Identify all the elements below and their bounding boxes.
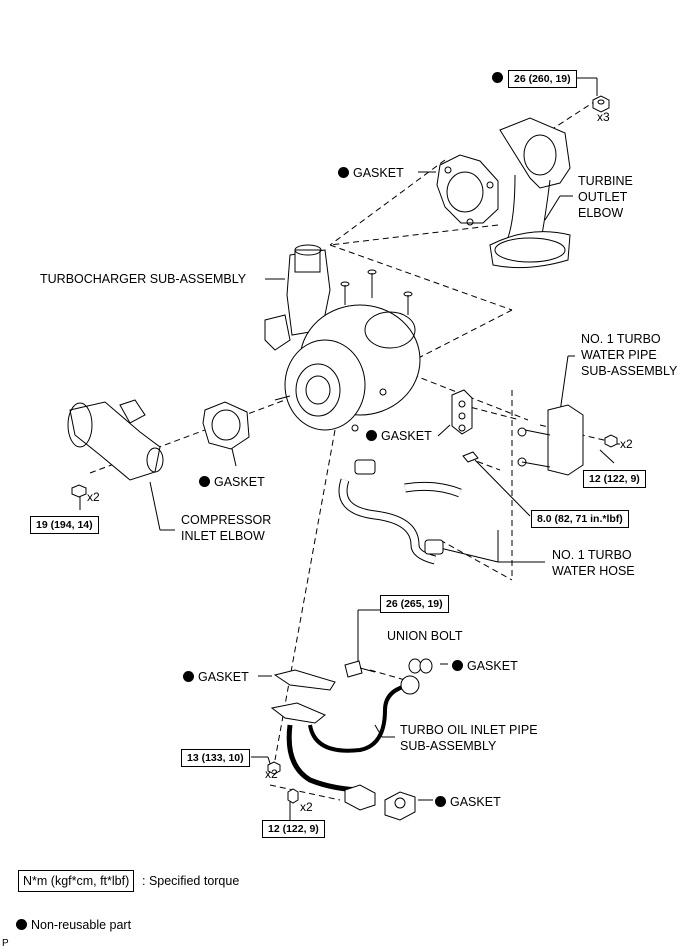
nonreusable-dot-icon [338, 167, 349, 178]
water-pipe-line-3: SUB-ASSEMBLY [581, 364, 678, 378]
corner-mark: P [2, 938, 9, 949]
nonreusable-dot-icon [366, 430, 377, 441]
union-bolt-part [344, 658, 433, 678]
turbine-line-3: ELBOW [578, 206, 624, 220]
water-pipe-line-1: NO. 1 TURBO [581, 332, 661, 346]
compressor-line-2: INLET ELBOW [181, 529, 265, 543]
label-oil-pipe: TURBO OIL INLET PIPE SUB-ASSEMBLY [400, 722, 538, 754]
gasket-mid-text: GASKET [381, 429, 432, 443]
multiplier-oil-left: x2 [265, 767, 278, 781]
gasket-compressor-text: GASKET [214, 475, 265, 489]
multiplier-top: x3 [597, 110, 610, 124]
gasket-oil-left-text: GASKET [198, 670, 249, 684]
label-water-pipe: NO. 1 TURBO WATER PIPE SUB-ASSEMBLY [581, 331, 677, 379]
water-hose-line-2: WATER HOSE [552, 564, 635, 578]
torque-box-water-pipe: 12 (122, 9) [583, 470, 646, 488]
leader-lines [79, 77, 620, 820]
nonreusable-dot-icon [199, 476, 210, 487]
water-hose-line-1: NO. 1 TURBO [552, 548, 632, 562]
assembly-dashed-lines [89, 99, 613, 801]
gasket-top-part [436, 154, 499, 226]
nonreusable-dot-icon [435, 796, 446, 807]
nonreusable-dot-icon [492, 72, 503, 83]
label-water-hose: NO. 1 TURBO WATER HOSE [552, 547, 635, 579]
label-gasket-oil-left: GASKET [183, 669, 249, 685]
nonreusable-dot-icon [452, 660, 463, 671]
oil-pipe-line-1: TURBO OIL INLET PIPE [400, 723, 538, 737]
gasket-compressor-part [202, 401, 250, 450]
label-gasket-union: GASKET [452, 658, 518, 674]
oil-pipe-part [267, 669, 420, 821]
compressor-elbow-part [67, 399, 164, 498]
multiplier-oil-bottom: x2 [300, 800, 313, 814]
turbocharger-part [264, 244, 421, 432]
turbine-outlet-elbow-part [489, 117, 571, 269]
label-gasket-oil-bottom: GASKET [435, 794, 501, 810]
torque-box-oil-bottom: 12 (122, 9) [262, 820, 325, 838]
gasket-union-text: GASKET [467, 659, 518, 673]
oil-pipe-line-2: SUB-ASSEMBLY [400, 739, 497, 753]
water-pipe-part [462, 404, 618, 476]
label-gasket-top: GASKET [338, 165, 404, 181]
label-compressor-elbow: COMPRESSOR INLET ELBOW [181, 512, 271, 544]
compressor-line-1: COMPRESSOR [181, 513, 272, 527]
legend-torque-box: N*m (kgf*cm, ft*lbf) [18, 870, 135, 892]
torque-box-top: 26 (260, 19) [508, 70, 577, 88]
nonreusable-dot-icon [183, 671, 194, 682]
legend-nonreusable-text: Non-reusable part [31, 918, 132, 932]
turbine-line-1: TURBINE [578, 174, 633, 188]
multiplier-compressor: x2 [87, 490, 100, 504]
water-hose-part [338, 459, 462, 565]
label-gasket-compressor: GASKET [199, 474, 265, 490]
water-pipe-line-2: WATER PIPE [581, 348, 657, 362]
multiplier-water-pipe: x2 [620, 437, 633, 451]
legend-torque-text: : Specified torque [142, 874, 240, 888]
torque-box-union: 26 (265, 19) [380, 595, 449, 613]
torque-box-compressor: 19 (194, 14) [30, 516, 99, 534]
top-nut [592, 95, 610, 113]
label-gasket-mid: GASKET [366, 428, 432, 444]
torque-box-oil-left: 13 (133, 10) [181, 749, 250, 767]
gasket-mid-part [451, 389, 473, 435]
label-turbine-outlet-elbow: TURBINE OUTLET ELBOW [578, 173, 633, 221]
turbine-line-2: OUTLET [578, 190, 628, 204]
legend-nonreusable: Non-reusable part [16, 917, 131, 933]
label-turbocharger: TURBOCHARGER SUB-ASSEMBLY [40, 272, 247, 286]
nonreusable-dot-icon [16, 919, 27, 930]
torque-box-bolt: 8.0 (82, 71 in.*lbf) [531, 510, 629, 528]
gasket-oil-bottom-text: GASKET [450, 795, 501, 809]
gasket-top-text: GASKET [353, 166, 404, 180]
label-union-bolt: UNION BOLT [387, 629, 463, 643]
